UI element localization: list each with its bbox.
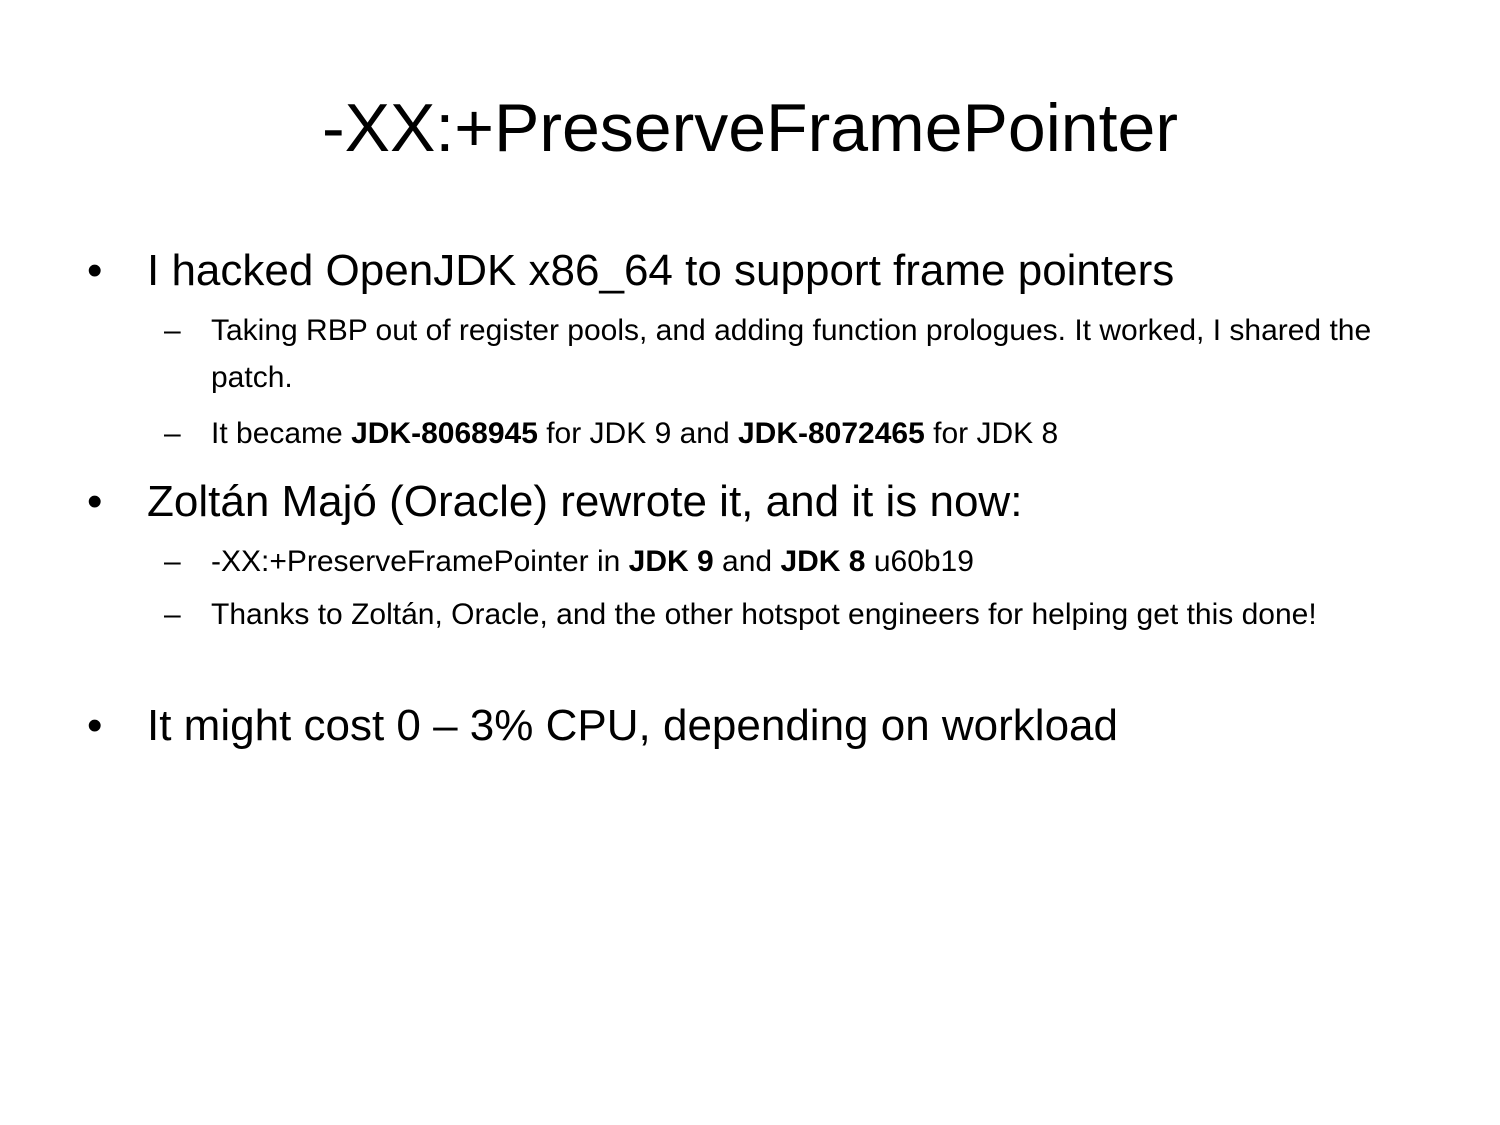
- text-segment: Thanks to Zoltán, Oracle, and the other …: [211, 598, 1317, 631]
- bold-text: JDK-8068945: [351, 417, 538, 450]
- slide-title: -XX:+PreserveFramePointer: [322, 90, 1178, 166]
- sub-bullet-1-2: – It became JDK-8068945 for JDK 9 and JD…: [164, 410, 1391, 457]
- bullet-icon: •: [87, 701, 103, 750]
- sub-bullet-2-2: – Thanks to Zoltán, Oracle, and the othe…: [164, 591, 1391, 638]
- text-segment: It became: [211, 417, 352, 450]
- bullet-icon: •: [87, 246, 103, 295]
- sub-bullet-2-1: – -XX:+PreserveFramePointer in JDK 9 and…: [164, 538, 1391, 585]
- sub-bullet-text: -XX:+PreserveFramePointer in JDK 9 and J…: [211, 545, 974, 578]
- text-segment: and: [713, 545, 781, 578]
- dash-icon: –: [164, 545, 181, 578]
- sub-bullet-text: Taking RBP out of register pools, and ad…: [211, 314, 1371, 394]
- text-segment: -XX:+PreserveFramePointer in: [211, 545, 629, 578]
- bullet-text: I hacked OpenJDK x86_64 to support frame…: [147, 246, 1175, 295]
- bold-text: JDK-8072465: [737, 417, 925, 450]
- dash-icon: –: [164, 314, 181, 347]
- dash-icon: –: [164, 417, 181, 450]
- bullet-1: • I hacked OpenJDK x86_64 to support fra…: [87, 246, 1175, 296]
- bullet-text: Zoltán Majó (Oracle) rewrote it, and it …: [147, 477, 1023, 526]
- sub-bullet-1-1: – Taking RBP out of register pools, and …: [164, 307, 1391, 401]
- text-segment: Taking RBP out of register pools, and ad…: [211, 314, 1372, 394]
- bullet-3: • It might cost 0 – 3% CPU, depending on…: [87, 701, 1118, 751]
- text-segment: for JDK 9 and: [537, 417, 738, 450]
- bullet-2: • Zoltán Majó (Oracle) rewrote it, and i…: [87, 477, 1023, 527]
- dash-icon: –: [164, 598, 181, 631]
- text-segment: for JDK 8: [924, 417, 1059, 450]
- bullet-text: It might cost 0 – 3% CPU, depending on w…: [147, 701, 1118, 750]
- bullet-icon: •: [87, 477, 103, 526]
- sub-bullet-text: Thanks to Zoltán, Oracle, and the other …: [211, 598, 1317, 631]
- bold-text: JDK 8: [780, 545, 866, 578]
- bold-text: JDK 9: [628, 545, 714, 578]
- text-segment: u60b19: [865, 545, 974, 578]
- sub-bullet-text: It became JDK-8068945 for JDK 9 and JDK-…: [211, 417, 1058, 450]
